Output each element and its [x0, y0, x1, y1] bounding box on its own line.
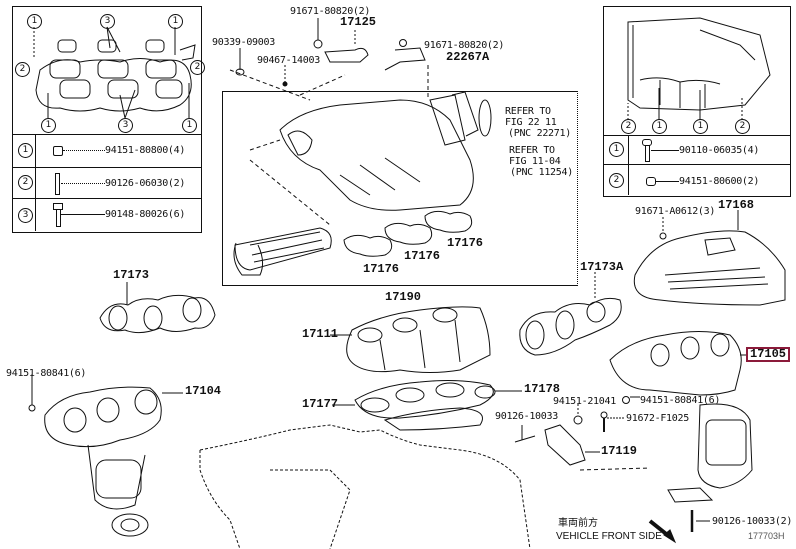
vehicle-front-label-jp: 車両前方	[558, 518, 598, 529]
gasket-17173A-drawing	[519, 272, 622, 356]
left-inset-gasket-drawing	[35, 39, 196, 112]
inset-callout: 3	[100, 14, 115, 29]
legend-part-number: 90148-80026(6)	[105, 209, 186, 220]
legend-part-number: 94151-80800(4)	[105, 145, 186, 156]
part-label[interactable]: 90467-14003	[257, 55, 320, 66]
exhaust-manifold-17104-drawing	[28, 374, 183, 537]
right-inset-chamber-drawing	[627, 17, 771, 120]
refer-note-line[interactable]: FIG 22 11	[505, 117, 557, 128]
part-label-highlighted[interactable]: 17105	[746, 347, 791, 362]
gasket-17173-drawing	[99, 282, 216, 334]
inset-callout: 1	[652, 119, 667, 134]
part-label[interactable]: 91671-A0612(3)	[635, 206, 716, 217]
engine-block-outline	[199, 424, 531, 549]
inset-callout: 2	[15, 62, 30, 77]
inset-callout: 1	[182, 118, 197, 133]
part-label[interactable]: 94151-80841(6)	[640, 395, 721, 406]
part-label[interactable]: 17168	[718, 198, 755, 212]
vehicle-front-arrow-icon	[648, 519, 677, 544]
inset-callout: 2	[190, 60, 205, 75]
part-label[interactable]: 17177	[302, 397, 339, 411]
refer-note-line[interactable]: FIG 11-04	[509, 156, 561, 167]
legend-part-number: 90110-06035(4)	[679, 145, 760, 156]
part-label[interactable]: 91671-80820(2)	[424, 40, 505, 51]
callout-3: 3	[18, 208, 33, 223]
inset-callout: 1	[168, 14, 183, 29]
inset-callout: 2	[621, 119, 636, 134]
intake-manifold-drawing	[229, 69, 492, 276]
left-legend-row-3: 3 90148-80026(6)	[13, 199, 201, 231]
exhaust-manifold-17105-drawing	[609, 331, 753, 503]
legend-part-number: 94151-80600(2)	[679, 176, 760, 187]
part-label[interactable]: 17178	[524, 382, 561, 396]
part-label[interactable]: 91671-80820(2)	[290, 6, 371, 17]
part-label[interactable]: 17176	[404, 249, 441, 263]
legend-part-number: 90126-06030(2)	[105, 178, 186, 189]
callout-1: 1	[609, 142, 624, 157]
bracket-17125-drawing	[235, 18, 429, 100]
stud-icon	[55, 173, 60, 195]
gasket-17177-17178-drawing	[332, 380, 522, 431]
refer-note-line: (PNC 11254)	[510, 167, 573, 178]
bracket-17119-drawing	[514, 404, 710, 532]
part-label[interactable]: 91672-F1025	[626, 413, 689, 424]
right-legend-row-1: 1 90110-06035(4)	[604, 136, 790, 165]
refer-note-line: REFER TO	[509, 145, 555, 156]
callout-2: 2	[18, 175, 33, 190]
part-label[interactable]: 17176	[363, 262, 400, 276]
part-label[interactable]: 17104	[185, 384, 222, 398]
heat-shield-17168-drawing	[633, 210, 786, 306]
part-label[interactable]: 90126-10033	[495, 411, 558, 422]
nut-icon	[53, 146, 63, 156]
right-inset-divider	[604, 135, 790, 136]
part-label[interactable]: 90339-09003	[212, 37, 275, 48]
part-label[interactable]: 17111	[302, 327, 339, 341]
intake-manifold-assembly-box	[222, 91, 578, 286]
part-label[interactable]: 17173A	[580, 260, 624, 274]
part-label[interactable]: 94151-21041	[553, 396, 616, 407]
part-label[interactable]: 17190	[385, 290, 422, 304]
left-legend-row-2: 2 90126-06030(2)	[13, 168, 201, 199]
inset-callout: 2	[735, 119, 750, 134]
inset-callout: 3	[118, 118, 133, 133]
left-inset-box: 1 94151-80800(4) 2 90126-06030(2) 3 9014…	[12, 6, 202, 233]
refer-note-line: REFER TO	[505, 106, 551, 117]
lower-manifold-17111-drawing	[330, 306, 491, 373]
inset-callout: 1	[41, 118, 56, 133]
refer-note-line: (PNC 22271)	[508, 128, 571, 139]
callout-2: 2	[609, 173, 624, 188]
part-label[interactable]: 22267A	[446, 50, 490, 64]
figure-id: 177703H	[748, 531, 785, 541]
part-label[interactable]: 17125	[340, 15, 377, 29]
part-label[interactable]: 90126-10033(2)	[712, 516, 793, 527]
right-inset-box: 1 90110-06035(4) 2 94151-80600(2)	[603, 6, 791, 197]
left-legend-row-1: 1 94151-80800(4)	[13, 135, 201, 168]
right-legend-row-2: 2 94151-80600(2)	[604, 165, 790, 195]
part-label[interactable]: 17119	[601, 444, 638, 458]
part-label[interactable]: 17176	[447, 236, 484, 250]
vehicle-front-label-en: VEHICLE FRONT SIDE	[556, 531, 662, 542]
inset-callout: 1	[27, 14, 42, 29]
left-inset-divider	[13, 134, 201, 135]
inset-callout: 1	[693, 119, 708, 134]
part-label[interactable]: 17173	[113, 268, 150, 282]
callout-1: 1	[18, 143, 33, 158]
part-label[interactable]: 94151-80841(6)	[6, 368, 87, 379]
